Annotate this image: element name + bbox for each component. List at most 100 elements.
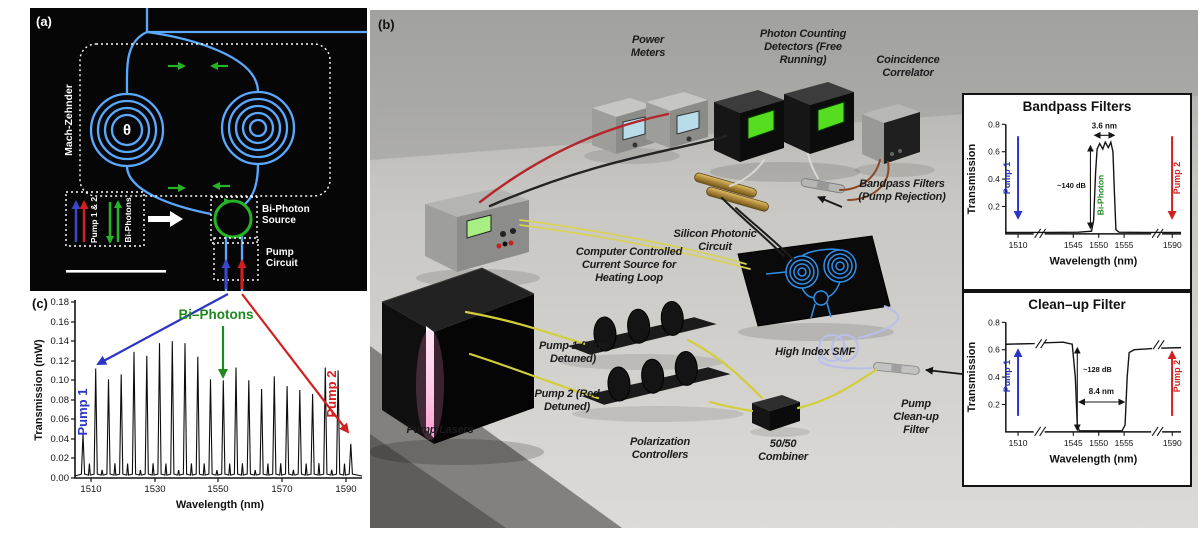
- correlator-cable: [839, 159, 881, 191]
- high-index-smf-fiber: [817, 305, 900, 370]
- chip-schematic-svg: θ: [30, 8, 367, 291]
- bandpass-tick-labels: 0.8 0.6 0.4 0.2 1510 1545 1550 1555 1590: [988, 119, 1182, 249]
- label-coincidence-correlator: Coincidence Correlator: [876, 54, 940, 79]
- current-source-knob: [500, 231, 506, 237]
- pump1-annotation: Pump 1: [1002, 161, 1012, 193]
- pump2-arrow-icon: [241, 293, 350, 434]
- power-meter-2: [646, 92, 708, 148]
- label-high-index-smf: High Index SMF: [775, 346, 855, 358]
- svg-text:0.06: 0.06: [51, 414, 70, 425]
- svg-text:0.08: 0.08: [51, 395, 70, 406]
- terminal-red: [496, 243, 502, 249]
- cleanup-tick-labels: 0.8 0.6 0.4 0.2 1510 1545 1550 1555 1590: [988, 317, 1182, 447]
- legend-dotted-box: [65, 191, 145, 247]
- svg-text:0.02: 0.02: [51, 453, 70, 464]
- mzi-direction-arrows: [168, 62, 230, 192]
- ring-dotted-box: [210, 196, 258, 244]
- fiber-pump2: [468, 352, 600, 400]
- label-power-meters: Power Meters: [630, 34, 666, 59]
- coincidence-correlator: [862, 104, 920, 164]
- y-tick-marks: [71, 301, 75, 479]
- power-meter-knob: [632, 142, 638, 148]
- svg-text:1590: 1590: [1163, 239, 1182, 249]
- label-polarization-controllers: Polarization Controllers: [630, 436, 690, 461]
- svg-text:0.6: 0.6: [988, 146, 1000, 156]
- svg-text:0.2: 0.2: [988, 399, 1000, 409]
- svg-text:0.12: 0.12: [51, 356, 70, 367]
- svg-text:1510: 1510: [80, 484, 101, 495]
- power-meter-screen: [676, 110, 700, 135]
- photon-detector-1: [714, 90, 784, 162]
- svg-text:0.16: 0.16: [51, 317, 70, 328]
- panel-a-background: [30, 8, 367, 291]
- chip-circuit: [765, 248, 857, 319]
- depth-annotation: ~128 dB: [1083, 365, 1112, 374]
- pump-laser: [381, 267, 535, 444]
- label-pump2: Pump 2 (Red Detuned): [534, 388, 600, 413]
- comb-spectrum-trace: [74, 341, 363, 477]
- paddle: [607, 366, 631, 402]
- biphoton-source-label: Bi-Photon: [262, 204, 310, 215]
- fiber-filter-chip: [721, 197, 785, 257]
- fiber-pump1: [464, 310, 587, 346]
- current-source-knob: [510, 228, 516, 234]
- legend-biphotons-label: Bi-Photons: [123, 197, 133, 243]
- theta-mask: [117, 120, 137, 140]
- label-cleanup-filter: Pump Clean-up Filter: [893, 398, 939, 436]
- svg-text:0.8: 0.8: [988, 317, 1000, 327]
- mzi-dotted-box: [79, 43, 331, 197]
- svg-text:1550: 1550: [1089, 437, 1108, 447]
- svg-text:1555: 1555: [1115, 437, 1134, 447]
- paddle: [627, 308, 651, 344]
- table-edge-dark: [370, 434, 506, 528]
- backdrop-wall: [370, 10, 1198, 160]
- red-cable: [478, 112, 670, 204]
- ring-arrow-icon: [224, 198, 232, 205]
- polarization-controller-1: [567, 300, 717, 355]
- pump2-annotation: Pump 2: [324, 371, 339, 418]
- photon-detector-2: [784, 82, 854, 154]
- y-axis-label: Transmission (mW): [33, 339, 45, 441]
- pump2-annotation: Pump 2: [1172, 359, 1182, 391]
- paddle: [660, 300, 684, 336]
- svg-text:1530: 1530: [144, 484, 165, 495]
- polarization-controller-2: [581, 350, 731, 405]
- pump-circuit-label: Circuit: [266, 258, 298, 269]
- power-meter-1: [592, 98, 654, 154]
- label-pump1: Pump 1 (Blue Detuned): [539, 340, 607, 365]
- inset-cleanup-filter: Clean–up Filter 0.8 0.6 0.4 0.2: [962, 291, 1192, 487]
- svg-text:1570: 1570: [271, 484, 292, 495]
- heater-wire: [519, 224, 751, 270]
- bandpass-filter-gold-2: [706, 186, 769, 212]
- detector-cable: [807, 153, 819, 179]
- pump-circuit-dotted-box: [213, 237, 259, 281]
- detector-screen: [747, 109, 775, 140]
- label-photon-detectors: Photon Counting Detectors (Free Running): [759, 28, 847, 66]
- panel-c-tag: (c): [32, 296, 48, 311]
- svg-text:0.4: 0.4: [988, 372, 1000, 382]
- bandpass-curve: [1005, 139, 1182, 233]
- svg-text:1550: 1550: [207, 484, 228, 495]
- label-pump-lasers: Pump Lasers: [406, 424, 474, 436]
- svg-text:1545: 1545: [1064, 239, 1083, 249]
- terminal-red: [508, 240, 514, 246]
- spectrum-svg: (c) 0.00 0.02 0.04 0.06 0.08 0.10 0.12 0…: [32, 293, 363, 511]
- biphotons-annotation: Bi–Photons: [178, 307, 253, 322]
- cleanup-axes: [1005, 321, 1182, 433]
- fiber-pc2-combiner: [708, 400, 754, 413]
- stopband-width-annotation: 8.4 nm: [1089, 387, 1114, 396]
- svg-text:0.6: 0.6: [988, 344, 1000, 354]
- bandpass-ticks: [1001, 123, 1173, 238]
- white-pointer-arrow-icon: [148, 211, 183, 227]
- cleanup-ylabel: Transmission: [966, 341, 978, 412]
- inset-cleanup-title: Clean–up Filter: [1028, 297, 1126, 312]
- spectrum-axes: [74, 300, 362, 479]
- svg-text:1510: 1510: [1009, 437, 1028, 447]
- svg-text:0.00: 0.00: [51, 473, 70, 484]
- pump1-annotation: Pump 1: [75, 389, 90, 436]
- bandwidth-annotation: 3.6 nm: [1092, 121, 1117, 130]
- label-silicon-chip: Silicon Photonic Circuit: [673, 228, 757, 253]
- detector-cable: [729, 159, 765, 187]
- svg-text:0.14: 0.14: [51, 336, 70, 347]
- label-bandpass-filters: Bandpass Filters (Pump Rejection): [858, 178, 946, 203]
